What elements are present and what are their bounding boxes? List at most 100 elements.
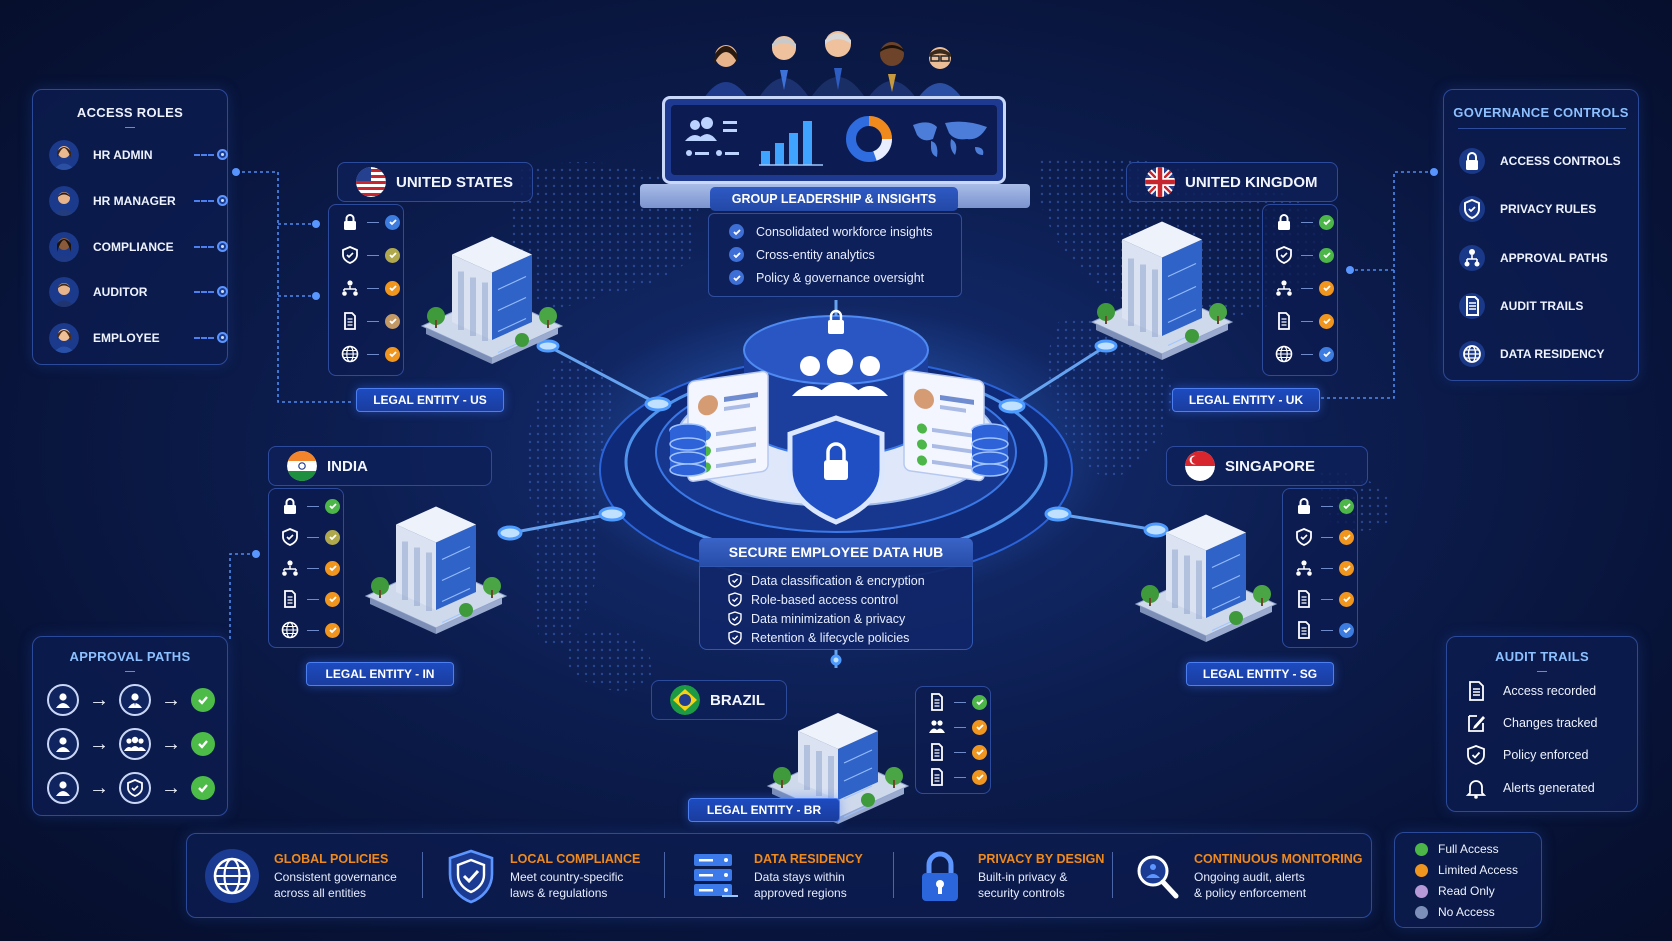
access-status-icon	[1319, 313, 1334, 329]
office-building-sg	[1126, 486, 1286, 651]
shield-check-icon	[728, 630, 742, 645]
country-header-us: UNITED STATES	[337, 162, 533, 202]
document-icon	[928, 693, 946, 711]
leadership-item: Consolidated workforce insights	[729, 224, 932, 239]
org-chart-icon	[1458, 244, 1486, 272]
magnifier-icon	[1134, 852, 1180, 900]
group-icon	[119, 728, 151, 760]
approval-paths-panel: APPROVAL PATHS → → → → → →	[32, 636, 228, 816]
country-name: UNITED KINGDOM	[1185, 173, 1318, 191]
legend-swatch	[1415, 842, 1428, 856]
connector-dot	[217, 286, 228, 297]
globe-icon	[341, 345, 359, 363]
gov-approval-paths[interactable]: APPROVAL PATHS	[1458, 239, 1608, 277]
lock-icon	[1275, 213, 1293, 231]
entity-label-uk[interactable]: LEGAL ENTITY - UK	[1172, 388, 1320, 412]
document-icon	[1465, 680, 1487, 702]
shield-icon	[281, 528, 299, 546]
legend-item: No Access	[1415, 905, 1495, 919]
country-header-sg: SINGAPORE	[1166, 446, 1368, 486]
hub-item: Role-based access control	[728, 592, 898, 607]
leadership-list: Consolidated workforce insights Cross-en…	[708, 213, 962, 297]
uk-flag-icon	[1145, 167, 1175, 197]
permissions-in	[268, 488, 344, 648]
gov-audit-trails[interactable]: AUDIT TRAILS	[1458, 287, 1583, 325]
access-status-icon	[1319, 247, 1334, 263]
role-hr-manager[interactable]: HR MANAGER	[49, 184, 234, 218]
country-name: BRAZIL	[710, 691, 765, 709]
permission-row	[928, 716, 988, 738]
role-employee[interactable]: EMPLOYEE	[49, 321, 234, 355]
org-chart-icon	[1275, 279, 1293, 297]
approval-path-row[interactable]: → →	[47, 771, 215, 805]
role-auditor[interactable]: AUDITOR	[49, 275, 234, 309]
permission-row	[1295, 619, 1355, 641]
org-chart-icon	[341, 279, 359, 297]
access-status-icon	[325, 498, 340, 514]
india-flag-icon	[287, 451, 317, 481]
access-status-icon	[385, 214, 400, 230]
permission-row	[1275, 244, 1335, 266]
check-icon	[729, 247, 744, 262]
leadership-item: Policy & governance oversight	[729, 270, 924, 285]
access-status-icon	[385, 346, 400, 362]
leader-avatar	[812, 31, 864, 96]
shield-icon	[1295, 528, 1313, 546]
approval-path-row[interactable]: → →	[47, 727, 215, 761]
shield-icon	[1458, 195, 1486, 223]
bar-chart-icon	[759, 121, 823, 166]
access-status-icon	[325, 529, 340, 545]
permission-row	[1295, 526, 1355, 548]
avatar	[49, 140, 79, 170]
permission-row	[281, 557, 341, 579]
audit-trails-panel: AUDIT TRAILS Access recorded Changes tra…	[1446, 636, 1638, 812]
leadership-title: GROUP LEADERSHIP & INSIGHTS	[710, 187, 958, 211]
user-icon	[47, 772, 79, 804]
gov-data-residency[interactable]: DATA RESIDENCY	[1458, 335, 1604, 373]
entity-label-br[interactable]: LEGAL ENTITY - BR	[688, 798, 840, 822]
entity-label-us[interactable]: LEGAL ENTITY - US	[356, 388, 504, 412]
user-icon	[47, 728, 79, 760]
shield-icon	[119, 772, 151, 804]
permissions-br	[915, 686, 991, 794]
document-icon	[1458, 292, 1486, 320]
gov-privacy-rules[interactable]: PRIVACY RULES	[1458, 190, 1596, 228]
country-header-br: BRAZIL	[651, 680, 787, 720]
audit-item: Access recorded	[1465, 677, 1596, 705]
permission-row	[928, 741, 988, 763]
permission-row	[341, 277, 401, 299]
shield-check-icon	[728, 573, 742, 588]
office-building-us	[412, 208, 572, 373]
bottom-features-bar	[186, 833, 1372, 918]
country-name: UNITED STATES	[396, 173, 513, 191]
hub-title: SECURE EMPLOYEE DATA HUB	[699, 538, 973, 566]
access-status-icon	[972, 744, 987, 760]
globe-icon	[204, 848, 260, 904]
permissions-uk	[1262, 204, 1338, 376]
bell-icon	[1465, 777, 1487, 799]
role-compliance[interactable]: COMPLIANCE	[49, 230, 234, 264]
access-roles-panel: ACCESS ROLES HR ADMIN HR MANAGER COMPLIA…	[32, 89, 228, 365]
shield-icon	[341, 246, 359, 264]
approval-path-row[interactable]: → →	[47, 683, 215, 717]
shield-icon	[1465, 744, 1487, 766]
access-status-icon	[385, 247, 400, 263]
legend-item: Full Access	[1415, 842, 1499, 856]
divider	[893, 852, 894, 898]
access-status-icon	[972, 769, 987, 785]
entity-label-in[interactable]: LEGAL ENTITY - IN	[306, 662, 454, 686]
role-label: HR ADMIN	[93, 148, 153, 162]
lock-icon	[281, 497, 299, 515]
audit-item: Changes tracked	[1465, 709, 1598, 737]
leadership-dashboard	[662, 96, 1006, 184]
entity-label-sg[interactable]: LEGAL ENTITY - SG	[1186, 662, 1334, 686]
leader-avatar	[704, 45, 748, 98]
role-label: AUDITOR	[93, 285, 148, 299]
access-status-icon	[1339, 560, 1354, 576]
avatar	[49, 186, 79, 216]
gov-access-controls[interactable]: ACCESS CONTROLS	[1458, 142, 1621, 180]
role-hr-admin[interactable]: HR ADMIN	[49, 138, 234, 172]
